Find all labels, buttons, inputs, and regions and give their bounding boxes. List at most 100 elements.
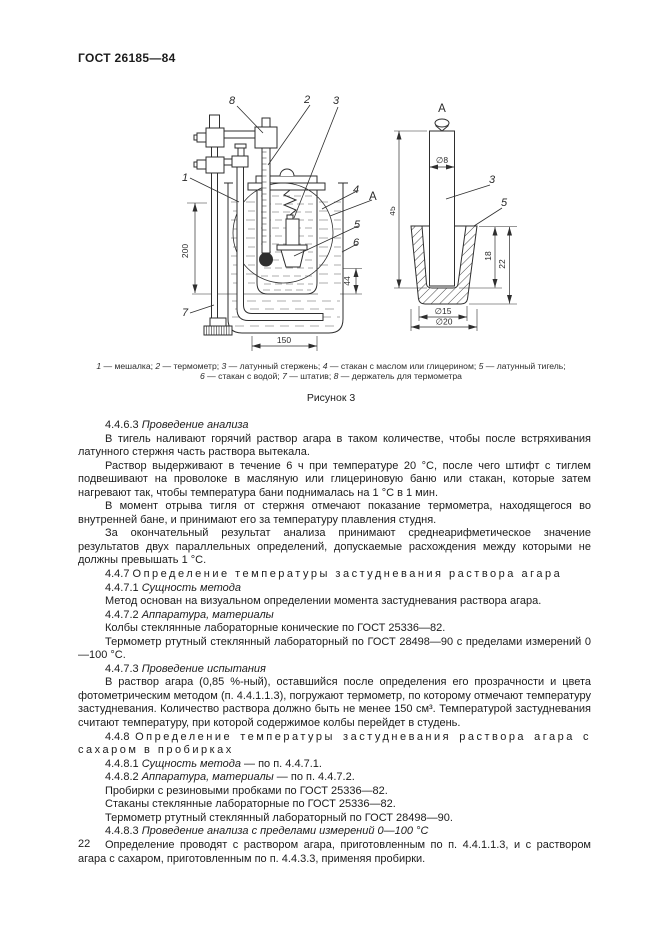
callout-7: 7 bbox=[182, 307, 189, 319]
text-part: Определение проводят с раствором агара, … bbox=[78, 838, 591, 865]
text-part: 8 bbox=[333, 371, 339, 381]
page-number: 22 bbox=[78, 838, 91, 850]
text-part: В момент отрыва тигля от стержня отмечаю… bbox=[78, 500, 591, 526]
callout-2: 2 bbox=[303, 94, 310, 106]
text-part: В тигель наливают горячий раствор агара … bbox=[78, 432, 591, 459]
stand-top-stub bbox=[209, 114, 220, 129]
paragraph: 4.4.8.2 Аппаратура, материалы — по п. 4.… bbox=[78, 771, 591, 785]
paragraph: 4.4.6.3 Проведение анализа bbox=[78, 419, 591, 433]
lid-handle bbox=[279, 168, 295, 177]
text-part: — термометр; bbox=[160, 361, 222, 371]
text-part: За окончательный результат анализа прини… bbox=[78, 527, 591, 567]
dim-45: 45 bbox=[390, 206, 397, 216]
text-part: — латунный стержень; bbox=[226, 361, 323, 371]
text-part: 6 bbox=[200, 371, 205, 381]
holder-arm bbox=[223, 130, 256, 139]
brass-rod bbox=[285, 218, 300, 246]
callout-6: 6 bbox=[353, 237, 360, 249]
text-part: Аппаратура, материалы bbox=[141, 608, 274, 621]
caption-line: 1 — мешалка; 2 — термометр; 3 — латунный… bbox=[70, 361, 592, 371]
dim-8: ∅8 bbox=[436, 155, 448, 165]
text-part: Стаканы стеклянные лабораторные по ГОСТ … bbox=[105, 798, 396, 811]
callout-5: 5 bbox=[354, 219, 361, 231]
dim-22: 22 bbox=[497, 259, 507, 269]
text-part: 7 bbox=[282, 371, 287, 381]
paragraph: Термометр ртутный стеклянный лабораторны… bbox=[78, 636, 591, 663]
text-part: 2 bbox=[155, 361, 161, 371]
text-part: 4.4.8.1 bbox=[105, 757, 142, 770]
dim-150: 150 bbox=[277, 335, 291, 345]
view-a-ref: A bbox=[369, 191, 377, 203]
text-part: 4.4.8.3 bbox=[105, 825, 142, 838]
paragraph: 4.4.7.2 Аппаратура, материалы bbox=[78, 609, 591, 623]
dim-15: ∅15 bbox=[435, 306, 452, 316]
text-part: — держатель для термометра bbox=[338, 371, 462, 381]
paragraph: Определение проводят с раствором агара, … bbox=[78, 839, 591, 866]
paragraph: 4.4.7.3 Проведение испытания bbox=[78, 663, 591, 677]
stirrer-tube bbox=[236, 166, 324, 321]
stand-base-plate bbox=[209, 317, 227, 327]
text-part: 4 bbox=[322, 361, 328, 371]
text-part: Раствор выдерживают в течение 6 ч при те… bbox=[78, 459, 591, 499]
text-part: 4.4.7 bbox=[105, 568, 133, 581]
text-part: Определение температуры застудневания ра… bbox=[78, 730, 591, 757]
text-part: 4.4.7.3 bbox=[105, 662, 142, 675]
callout-leaders bbox=[445, 184, 503, 227]
paragraph: 4.4.7.1 Сущность метода bbox=[78, 582, 591, 596]
text-part: Аппаратура, материалы bbox=[141, 771, 274, 784]
paragraph: 4.4.8.1 Сущность метода — по п. 4.4.7.1. bbox=[78, 758, 591, 772]
text-part: 3 bbox=[221, 361, 227, 371]
crucible-section bbox=[410, 225, 478, 305]
lower-clamp bbox=[205, 156, 225, 174]
figure-caption: 1 — мешалка; 2 — термометр; 3 — латунный… bbox=[70, 361, 592, 381]
stand-base-foot bbox=[203, 325, 233, 336]
paragraph: Раствор выдерживают в течение 6 ч при те… bbox=[78, 460, 591, 501]
text-part: Проведение испытания bbox=[141, 662, 266, 675]
wire-loop bbox=[434, 118, 450, 128]
crucible-flange bbox=[276, 244, 308, 251]
thermometer-ticks bbox=[262, 151, 267, 243]
text-part: Термометр ртутный стеклянный лабораторны… bbox=[105, 811, 453, 824]
apparatus-diagram: 8 2 3 1 4 A 5 6 7 200 44 150 bbox=[180, 94, 377, 351]
paragraph: Метод основан на визуальном определении … bbox=[78, 595, 591, 609]
text-part: Определение температуры застудневания ра… bbox=[132, 568, 563, 581]
text-part: Сущность метода bbox=[141, 757, 241, 770]
text-part: В раствор агара (0,85 %-ный), оставшийся… bbox=[78, 676, 591, 730]
text-part: Термометр ртутный стеклянный лабораторны… bbox=[78, 635, 591, 662]
caption-line: 6 — стакан с водой; 7 — штатив; 8 — держ… bbox=[70, 371, 592, 381]
text-part: — стакан с водой; bbox=[204, 371, 283, 381]
paragraph: 4.4.8.3 Проведение анализа с пределами и… bbox=[78, 825, 591, 839]
detail-a-diagram: A ∅8 45 3 5 18 22 ∅15 ∅20 bbox=[390, 103, 517, 331]
callout-3: 3 bbox=[489, 174, 496, 186]
paragraph: Колбы стеклянные лабораторные конические… bbox=[78, 622, 591, 636]
text-part: Проведение анализа bbox=[141, 419, 249, 431]
paragraph: За окончательный результат анализа прини… bbox=[78, 527, 591, 568]
paragraph: 4.4.7 Определение температуры застуднева… bbox=[78, 568, 591, 582]
loop-connector bbox=[435, 125, 449, 132]
text-part: 5 bbox=[478, 361, 484, 371]
callout-4: 4 bbox=[353, 184, 359, 196]
callout-leaders bbox=[189, 104, 373, 314]
upper-clamp bbox=[205, 127, 225, 148]
base-ribs bbox=[206, 326, 230, 335]
text-part: — по п. 4.4.7.1. bbox=[240, 757, 322, 770]
paragraph: Пробирки с резиновыми пробками по ГОСТ 2… bbox=[78, 785, 591, 799]
paragraph: В раствор агара (0,85 %-ный), оставшийся… bbox=[78, 676, 591, 730]
text-part: — латунный тигель; bbox=[483, 361, 566, 371]
callout-1: 1 bbox=[182, 172, 188, 184]
text-part: 4.4.7.2 bbox=[105, 608, 142, 621]
text-part: 4.4.8 bbox=[105, 730, 136, 743]
suspension-wire bbox=[282, 189, 298, 216]
callout-8: 8 bbox=[229, 95, 236, 107]
dim-18: 18 bbox=[483, 251, 493, 261]
thermometer-holder bbox=[254, 126, 278, 149]
callout-5: 5 bbox=[501, 197, 508, 209]
figure-label: Рисунок 3 bbox=[306, 392, 356, 404]
paragraph: В тигель наливают горячий раствор агара … bbox=[78, 433, 591, 460]
text-part: Проведение анализа с пределами измерений… bbox=[141, 825, 429, 838]
water-dashes bbox=[231, 201, 341, 327]
thermometer-bulb bbox=[259, 252, 273, 267]
text-part: — по п. 4.4.7.2. bbox=[273, 771, 355, 784]
